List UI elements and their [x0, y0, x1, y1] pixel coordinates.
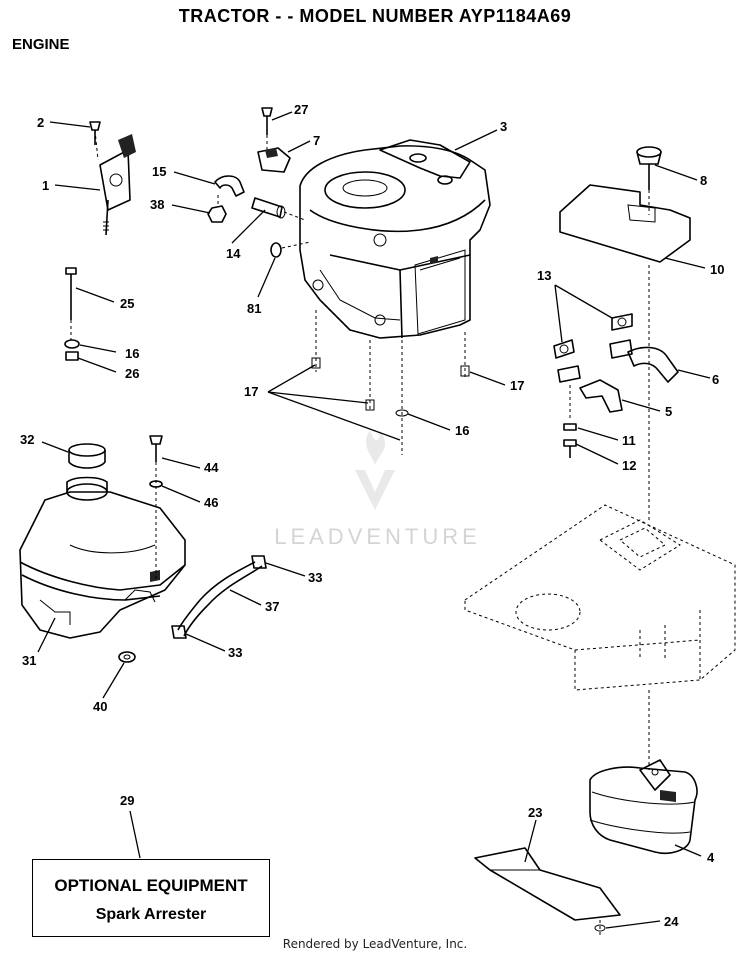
- callout-23: 23: [528, 805, 542, 820]
- callout-16a: 16: [125, 346, 139, 361]
- knob-part: [636, 146, 662, 215]
- watermark-text: LEADVENTURE: [274, 524, 481, 549]
- callout-16b: 16: [455, 423, 469, 438]
- callout-3: 3: [500, 119, 507, 134]
- heat-shield-part: [559, 184, 691, 263]
- page-title: TRACTOR - - MODEL NUMBER AYP1184A69: [178, 6, 572, 26]
- fuel-cap-part: [68, 443, 106, 469]
- callout-32: 32: [20, 432, 34, 447]
- callout-17b: 17: [510, 378, 524, 393]
- callout-1: 1: [42, 178, 49, 193]
- optional-equipment-box: OPTIONAL EQUIPMENT Spark Arrester: [32, 859, 270, 937]
- throttle-control-part: [94, 129, 136, 236]
- footer-credit: Rendered by LeadVenture, Inc.: [282, 937, 468, 951]
- leader-lines: [37, 111, 711, 929]
- callout-8: 8: [700, 173, 707, 188]
- callout-25: 25: [120, 296, 134, 311]
- callout-24: 24: [664, 914, 679, 929]
- frame-plate: [464, 265, 736, 770]
- callout-14: 14: [226, 246, 241, 261]
- callout-33b: 33: [228, 645, 242, 660]
- callout-37: 37: [265, 599, 279, 614]
- bolt-stack-left: [64, 267, 80, 361]
- callout-44: 44: [204, 460, 219, 475]
- callout-6: 6: [712, 372, 719, 387]
- optional-equipment-item: Spark Arrester: [95, 906, 207, 923]
- fuel-line-part: [171, 555, 267, 639]
- engine-assembly: [299, 139, 491, 339]
- fuel-tank-part: [19, 476, 186, 639]
- callout-13: 13: [537, 268, 551, 283]
- section-heading: ENGINE: [12, 36, 70, 53]
- callout-7: 7: [313, 133, 320, 148]
- muffler-part: [589, 759, 698, 855]
- callout-2: 2: [37, 115, 44, 130]
- callout-4: 4: [707, 850, 715, 865]
- callout-31: 31: [22, 653, 36, 668]
- grommet-part: [118, 651, 136, 663]
- callout-17a: 17: [244, 384, 258, 399]
- callout-38: 38: [150, 197, 164, 212]
- optional-equipment-title: OPTIONAL EQUIPMENT: [54, 876, 248, 895]
- tank-screw-parts: [149, 435, 163, 580]
- callout-26: 26: [125, 366, 139, 381]
- callout-5: 5: [665, 404, 672, 419]
- screw-part: [89, 121, 101, 145]
- callout-46: 46: [204, 495, 218, 510]
- callout-15: 15: [152, 164, 166, 179]
- connector-parts: [257, 107, 291, 173]
- callout-12: 12: [622, 458, 636, 473]
- callout-33a: 33: [308, 570, 322, 585]
- callout-10: 10: [710, 262, 724, 277]
- watermark-logo: [355, 430, 395, 510]
- fitting-81: [270, 241, 311, 258]
- callout-labels: 1 2 3 27 7 15 38 14 81 25 16 26 17 17 16…: [20, 102, 724, 929]
- callout-11: 11: [622, 433, 636, 448]
- spark-arrester-part: [474, 847, 621, 935]
- fuel-fittings: [207, 175, 306, 223]
- callout-29: 29: [120, 793, 134, 808]
- engine-bolts: [311, 310, 470, 455]
- callout-27: 27: [294, 102, 308, 117]
- callout-81: 81: [247, 301, 261, 316]
- exhaust-parts: [553, 313, 679, 458]
- callout-40: 40: [93, 699, 107, 714]
